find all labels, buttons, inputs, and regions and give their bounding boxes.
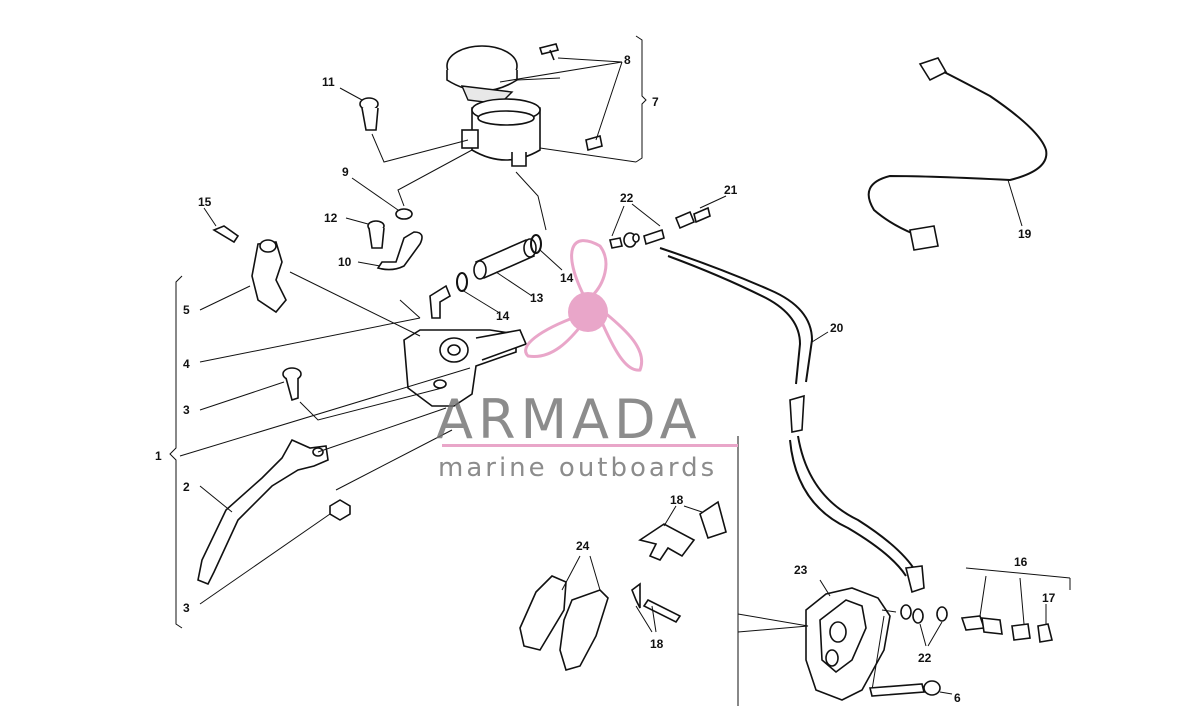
brake-hose-20	[609, 206, 925, 594]
clutch-lever	[197, 438, 329, 586]
nut-3	[329, 499, 351, 521]
callout-4: 4	[183, 357, 190, 371]
callout-3: 3	[183, 403, 190, 417]
watermark-rule	[442, 444, 738, 447]
handlebar-clamp-5	[251, 239, 287, 314]
callout-24: 24	[576, 539, 590, 553]
callout-22: 22	[918, 651, 932, 665]
callout-3: 3	[183, 601, 190, 615]
callout-17: 17	[1042, 591, 1056, 605]
pivot-bolt-3	[282, 367, 302, 402]
reservoir-assembly	[446, 43, 603, 167]
callout-23: 23	[794, 563, 808, 577]
callout-7: 7	[652, 95, 659, 109]
watermark-tagline: marine outboards	[438, 453, 717, 483]
callout-1: 1	[155, 449, 162, 463]
switch-wire-19	[867, 57, 1048, 251]
brake-pads-24	[519, 575, 609, 671]
callout-10: 10	[338, 255, 352, 269]
propeller-logo	[524, 239, 644, 372]
hose-13	[456, 234, 542, 292]
callout-13: 13	[530, 291, 544, 305]
callout-22: 22	[620, 191, 634, 205]
callout-18: 18	[670, 493, 684, 507]
callout-5: 5	[183, 303, 190, 317]
callout-11: 11	[322, 75, 335, 89]
callout-14: 14	[496, 309, 510, 323]
master-cylinder	[403, 329, 528, 407]
callout-20: 20	[830, 321, 844, 335]
callout-18: 18	[650, 637, 664, 651]
callout-19: 19	[1018, 227, 1032, 241]
callout-6: 6	[954, 691, 961, 705]
callout-16: 16	[1014, 555, 1028, 569]
clamp-bracket-10	[367, 208, 423, 271]
armada-watermark: ARMADA marine outboards	[436, 239, 738, 483]
caliper-23	[805, 587, 891, 701]
pad-spring-18	[631, 500, 727, 624]
callout-12: 12	[324, 211, 338, 225]
callout-15: 15	[198, 195, 212, 209]
callout-2: 2	[183, 480, 190, 494]
callout-14: 14	[560, 271, 574, 285]
callout-labels: 1 2 3 3 4 5 6 7 8 9 10 11 12 13 14 14 15…	[155, 53, 1056, 705]
screw-11	[359, 97, 379, 131]
bleed-fitting-16	[960, 615, 1053, 643]
callout-8: 8	[624, 53, 631, 67]
watermark-brand: ARMADA	[436, 388, 702, 451]
callout-9: 9	[342, 165, 349, 179]
callout-21: 21	[724, 183, 738, 197]
